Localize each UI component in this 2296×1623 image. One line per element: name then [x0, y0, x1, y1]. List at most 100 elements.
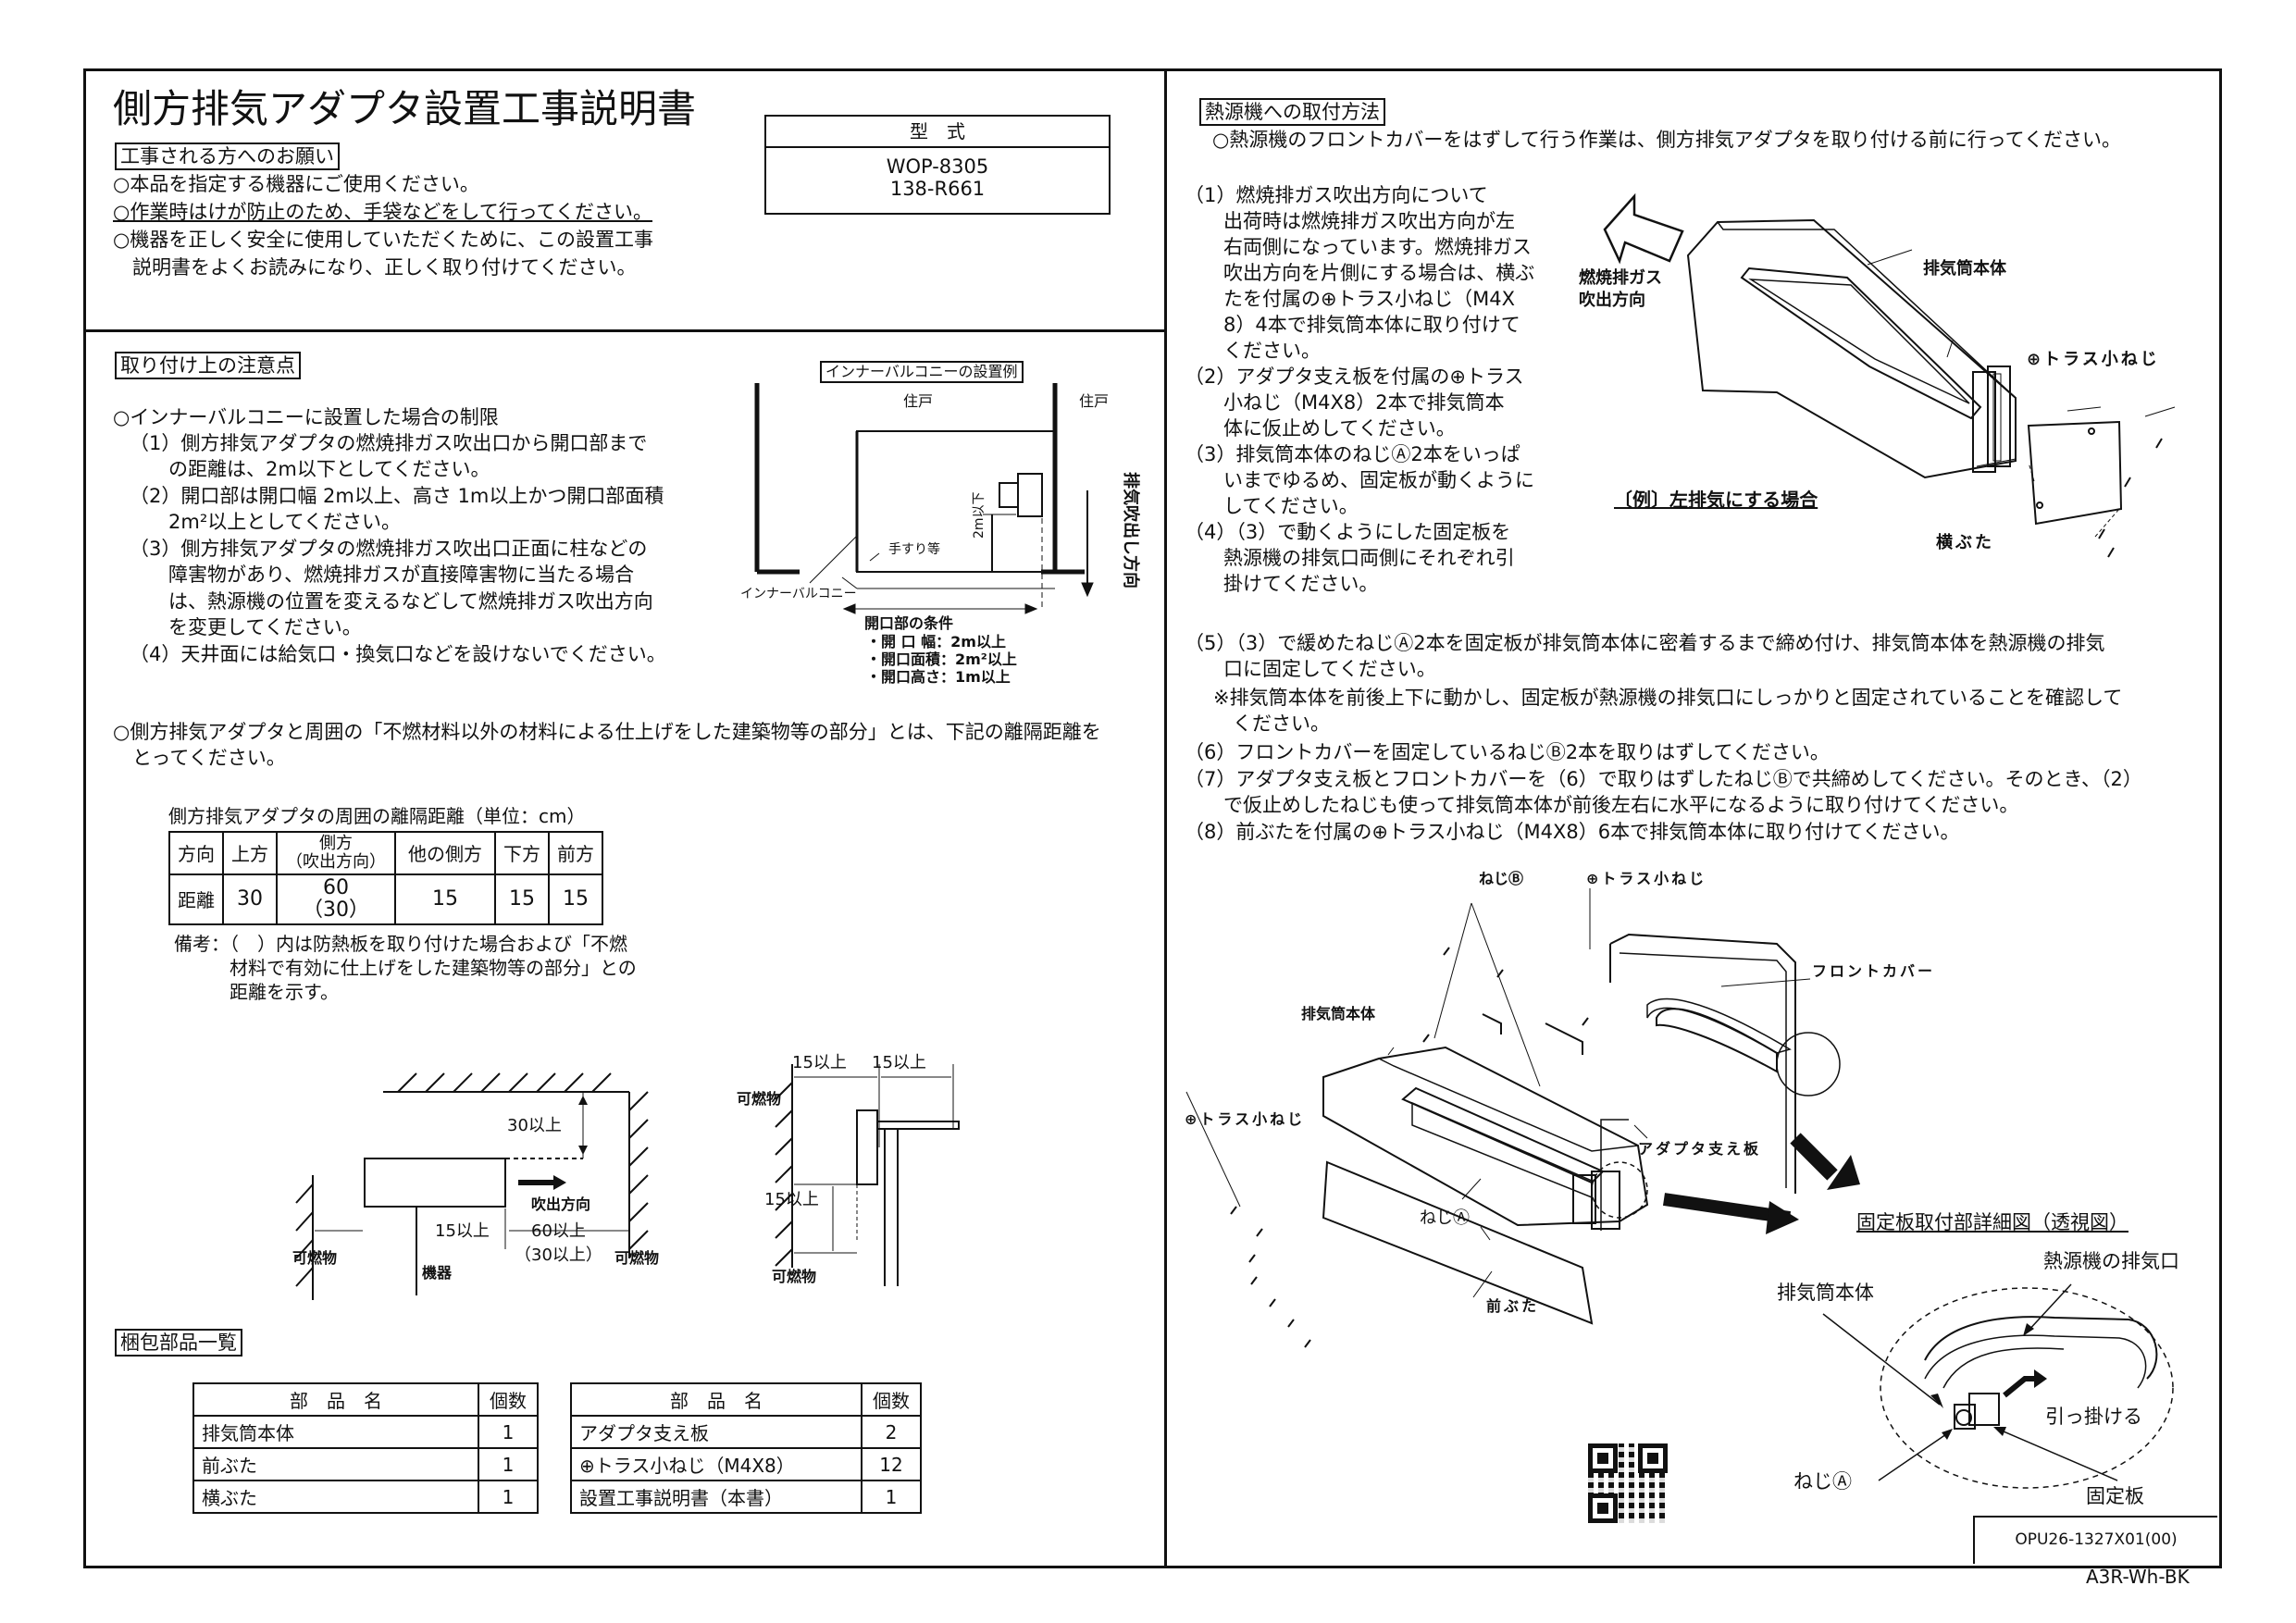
- table-cell: 2: [861, 1415, 922, 1449]
- clearance-front-alt: （30以上）: [515, 1245, 602, 1265]
- outer-frame: [83, 68, 2222, 1568]
- model-number: WOP-8305: [886, 155, 989, 178]
- install-step-line: （1）燃焼排ガス吹出方向について: [1185, 184, 1488, 206]
- table-cell: 15: [394, 873, 496, 925]
- table-cell: 1: [861, 1480, 922, 1514]
- truss-screw-label: ⊕トラス小ねじ: [1586, 870, 1707, 887]
- table-row: アダプタ支え板 2: [570, 1415, 922, 1449]
- install-step-line: 8）4本で排気筒本体に取り付けて: [1185, 314, 1520, 336]
- caution-line: 障害物があり、燃焼排ガスが直接障害物に当たる場合: [130, 564, 635, 586]
- table-header-cell: 個数: [861, 1382, 922, 1417]
- install-step-line: 小ねじ（M4X8）2本で排気筒本: [1185, 391, 1505, 414]
- inner-balcony-label: インナーバルコニー: [740, 587, 857, 601]
- combustible-left-label: 可燃物: [292, 1249, 338, 1267]
- side-clearance-b: 15以上: [872, 1053, 926, 1072]
- table-row: 前ぶた 1: [192, 1447, 539, 1481]
- unit-label: 機器: [422, 1264, 453, 1282]
- table-header-cell: 方向: [168, 831, 224, 875]
- distance-note-line: ○側方排気アダプタと周囲の「不燃材料以外の材料による仕上げをした建築物等の部分」…: [113, 721, 1101, 743]
- install-step-line: ください。: [1194, 712, 1330, 735]
- side-clearance-a: 15以上: [792, 1053, 847, 1072]
- install-step-line: 口に固定してください。: [1185, 658, 1436, 680]
- request-heading: 工事される方へのお願い: [115, 142, 340, 171]
- install-step-line: ※排気筒本体を前後上下に動かし、固定板が熱源機の排気口にしっかりと固定されている…: [1194, 687, 2123, 709]
- install-step-line: （5）（3）で緩めたねじⒶ2本を固定板が排気筒本体に密着するまで締め付け、排気筒…: [1185, 632, 2105, 654]
- install-step-line: 熱源機の排気口両側にそれぞれ引: [1185, 547, 1515, 569]
- table-note-line: 距離を示す。: [174, 981, 339, 1003]
- detail-figure: [1822, 1283, 2174, 1489]
- model-code: 138-R661: [889, 178, 986, 200]
- table-cell: 12: [861, 1447, 922, 1481]
- install-step-line: （6）フロントカバーを固定しているねじⒷ2本を取りはずしてください。: [1185, 741, 1830, 763]
- opening-condition: ・開口面積：2m²以上: [866, 650, 1017, 668]
- opening-condition: ・開口高さ：1m以上: [866, 668, 1011, 686]
- exhaust-direction-label: 吹出方向: [1579, 291, 1645, 310]
- clearance-top: 30以上: [507, 1116, 562, 1135]
- caution-line: を変更してください。: [130, 616, 362, 638]
- table-header-cell: 部 品 名: [192, 1382, 479, 1417]
- detail-plate-label: 固定板: [2086, 1485, 2144, 1507]
- parts-table-left: 部 品 名 個数 排気筒本体 1 前ぶた 1 横ぶた 1: [192, 1382, 539, 1514]
- table-row: ⊕トラス小ねじ（M4X8） 12: [570, 1447, 922, 1481]
- screw-b-label: ねじⒷ: [1479, 870, 1524, 887]
- table-header-cell: 側方 （吹出方向）: [276, 831, 396, 875]
- table-row: 部 品 名 個数: [192, 1382, 539, 1417]
- install-step-line: してください。: [1185, 495, 1359, 517]
- front-cover-label: フロントカバー: [1812, 962, 1936, 980]
- table-cell: 距離: [168, 873, 224, 925]
- install-step-line: （3）排気筒本体のねじⒶ2本をいっぱ: [1185, 443, 1520, 465]
- clearance-diagram: [295, 1072, 649, 1300]
- handrail-label: 手すり等: [888, 542, 940, 557]
- distance-table: 方向 上方 側方 （吹出方向） 他の側方 下方 前方 距離 30 60 （30）…: [168, 831, 603, 925]
- install-step-line: いまでゆるめ、固定板が動くように: [1185, 469, 1534, 491]
- cautions-heading: 取り付け上の注意点: [115, 352, 301, 380]
- request-item: ○本品を指定する機器にご使用ください。: [113, 173, 479, 195]
- install-heading: 熱源機への取付方法: [1199, 98, 1385, 127]
- install-step-line: （2）アダプタ支え板を付属の⊕トラス: [1185, 365, 1524, 388]
- request-item: ○機器を正しく安全に使用していただくために、この設置工事: [113, 229, 654, 251]
- detail-outlet-label: 熱源機の排気口: [2043, 1250, 2179, 1272]
- distance-table-caption: 側方排気アダプタの周囲の離隔距離（単位：cm）: [168, 805, 586, 827]
- model-box: 型 式 WOP-8305 138-R661: [764, 115, 1111, 215]
- side-combustible-top: 可燃物: [737, 1090, 782, 1108]
- table-header-cell: 上方: [222, 831, 278, 875]
- caution-line: （2）開口部は開口幅 2m以上、高さ 1m以上かつ開口部面積: [130, 485, 664, 507]
- model-header: 型 式: [766, 117, 1109, 148]
- table-header-cell: 部 品 名: [570, 1382, 863, 1417]
- table-cell: 1: [478, 1480, 539, 1514]
- footer-code: A3R-Wh-BK: [2086, 1566, 2190, 1588]
- exhaust-direction-label: 燃焼排ガス: [1579, 268, 1662, 288]
- center-divider: [1164, 68, 1167, 1566]
- table-header-cell: 下方: [494, 831, 550, 875]
- clearance-blow-direction: 吹出方向: [531, 1196, 591, 1213]
- table-row: 部 品 名 個数: [570, 1382, 922, 1417]
- request-item: ○作業時はけが防止のため、手袋などをして行ってください。: [113, 200, 652, 224]
- height-label: 2m以下: [972, 491, 987, 539]
- table-cell: 30: [222, 873, 278, 925]
- table-header-cell: 前方: [548, 831, 603, 875]
- parts-heading: 梱包部品一覧: [115, 1329, 242, 1357]
- table-row: 方向 上方 側方 （吹出方向） 他の側方 下方 前方: [168, 831, 603, 875]
- install-step-line: たを付属の⊕トラス小ねじ（M4X: [1185, 288, 1516, 310]
- install-step-line: 吹出方向を片側にする場合は、横ぶ: [1185, 262, 1535, 284]
- detail-screw-a-label: ねじⒶ: [1793, 1470, 1852, 1493]
- table-header-cell: 他の側方: [394, 831, 496, 875]
- doc-code: OPU26-1327X01(00): [2015, 1530, 2178, 1549]
- left-header-divider: [83, 329, 1166, 332]
- detail-hook-label: 引っ掛ける: [2045, 1406, 2142, 1428]
- install-step-line: で仮止めしたねじも使って排気筒本体が前後左右に水平になるように取り付けてください…: [1185, 794, 2019, 816]
- balcony-limits-title: ○インナーバルコニーに設置した場合の制限: [113, 406, 499, 428]
- install-step-line: （7）アダプタ支え板とフロントカバーを（6）で取りはずしたねじⒷで共締めしてくだ…: [1185, 768, 2142, 790]
- request-item: 説明書をよくお読みになり、正しく取り付けてください。: [113, 256, 637, 279]
- resident-left-label: 住戸: [903, 392, 934, 410]
- resident-right-label: 住戸: [1079, 392, 1110, 410]
- install-step-line: 体に仮止めしてください。: [1185, 417, 1456, 440]
- table-cell: ⊕トラス小ねじ（M4X8）: [570, 1447, 863, 1481]
- side-cover-label: 横ぶた: [1936, 533, 1994, 552]
- install-figure: [1185, 888, 1860, 1348]
- combustible-right-label: 可燃物: [614, 1249, 660, 1267]
- table-cell: 設置工事説明書（本書）: [570, 1480, 863, 1514]
- truss-screw-label: ⊕トラス小ねじ: [2027, 350, 2160, 369]
- exhaust-body-label: 排気筒本体: [1923, 259, 2006, 279]
- side-clearance-diagram: [775, 1064, 960, 1286]
